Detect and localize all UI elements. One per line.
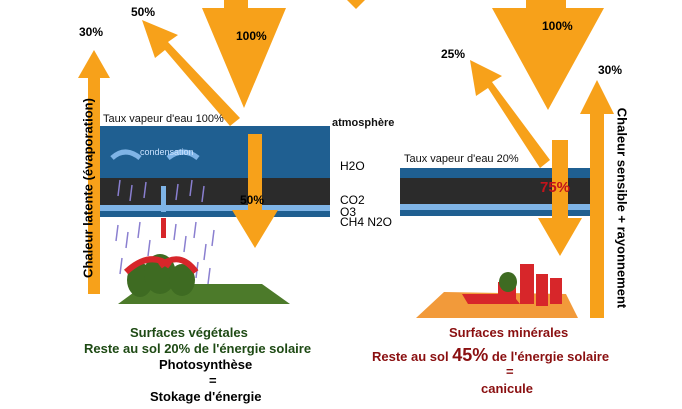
pct-absorbed-right: 75% [540, 179, 571, 196]
left-lower-band [100, 211, 330, 217]
pct-reflected-left: 50% [131, 5, 156, 19]
condensation-label: condensation [140, 147, 194, 157]
heat-rise-arrow [161, 218, 166, 238]
sensible-heat-arrow [580, 80, 614, 318]
vegetal-caption-1: Surfaces végétales [130, 325, 248, 340]
reflected-arrow-right [470, 60, 550, 168]
buildings [462, 264, 562, 306]
vapour-label-left: Taux vapeur d'eau 100% [103, 113, 224, 125]
to-ground-arrow-left [232, 134, 278, 248]
condensation-swirl-right [166, 149, 200, 161]
right-ozone-band [400, 204, 600, 210]
condensation-swirl-left [110, 149, 142, 161]
sun-icon [347, 0, 365, 9]
right-lower-band [400, 210, 600, 216]
vapour-rise-arrow [161, 186, 166, 212]
pct-incoming-right: 100% [542, 19, 573, 33]
absorbed-arrow-right [538, 140, 582, 256]
incoming-sun-arrow-right [492, 0, 604, 110]
mineral-caption-3: = [506, 364, 514, 379]
vegetal-caption-2: Reste au sol 20% de l'énergie solaire [84, 341, 312, 356]
pct-reflected-right: 25% [441, 47, 466, 61]
pct-sensible: 30% [598, 63, 623, 77]
pct-incoming-left: 100% [236, 29, 267, 43]
left-ozone-band [100, 205, 330, 211]
mineral-caption-4: canicule [481, 381, 534, 396]
tree-small [499, 272, 517, 292]
mineral-caption-1: Surfaces minérales [449, 325, 569, 340]
heat-arc-right [158, 256, 199, 274]
left-atmosphere-layer [100, 126, 330, 178]
left-ghg-band [100, 178, 330, 205]
gas-ch4-n2o: CH4 N2O [340, 215, 393, 229]
gas-co2: CO2 [340, 193, 365, 207]
reflected-arrow-left [142, 20, 240, 126]
sensible-heat-label: Chaleur sensible + rayonnement [614, 107, 630, 309]
mineral-caption-2-pre: Reste au sol [372, 349, 453, 364]
atmosphere-label: atmosphère [332, 117, 395, 129]
pct-to-ground-left: 50% [240, 193, 265, 207]
vapour-label-right: Taux vapeur d'eau 20% [404, 153, 519, 165]
incoming-sun-arrow-left [202, 0, 286, 108]
vegetal-caption-5: Stokage d'énergie [150, 389, 262, 404]
latent-heat-arrow [78, 50, 110, 294]
mineral-caption-2: Reste au sol 45% de l'énergie solaire [372, 346, 609, 364]
mineral-caption-2-post: de l'énergie solaire [488, 349, 610, 364]
pct-latent: 30% [79, 25, 104, 39]
gas-h2o: H2O [340, 159, 365, 173]
vegetal-caption-3: Photosynthèse [159, 357, 253, 372]
right-atmosphere-layer [400, 168, 600, 178]
mineral-caption-2-big: 45% [452, 345, 489, 365]
latent-heat-label: Chaleur latente (évaporation) [80, 98, 96, 278]
gas-o3: O3 [340, 205, 357, 219]
vegetal-caption-4: = [209, 373, 217, 388]
